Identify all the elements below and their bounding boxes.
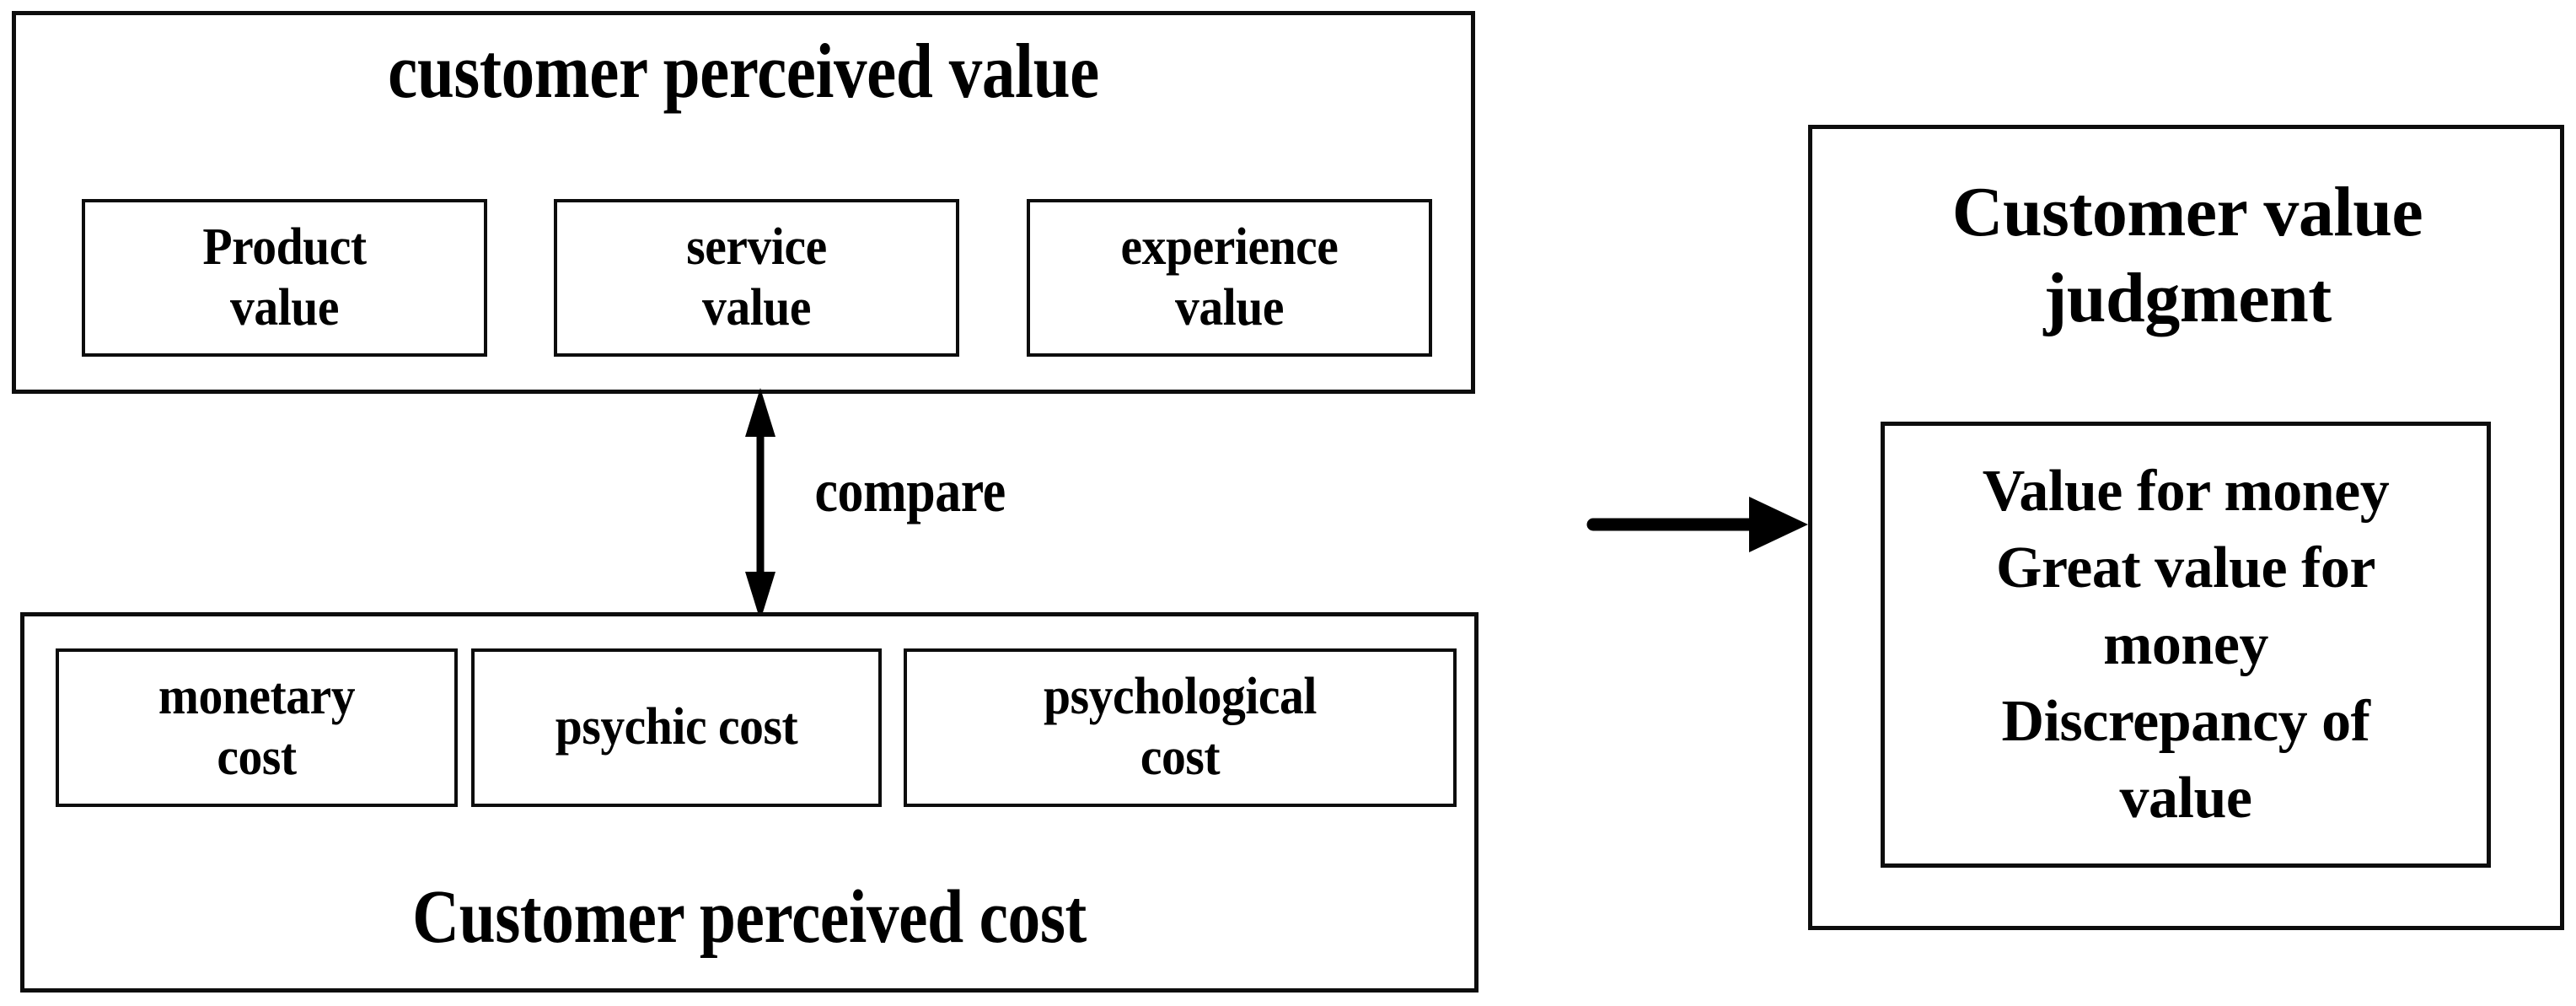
compare-arrow-icon	[745, 388, 775, 621]
customer-perceived-cost-title: Customer perceived cost	[412, 874, 1087, 959]
experience-value-box	[1027, 199, 1432, 357]
product-value-box	[82, 199, 487, 357]
customer-value-judgment-title: Customer value judgment	[1951, 172, 2423, 337]
psychic-cost-label: psychic cost	[555, 698, 798, 756]
psychic-cost-box	[471, 648, 882, 807]
psychological-cost-label: psychological cost	[1044, 668, 1317, 786]
flow-arrow-icon	[1586, 497, 1808, 552]
judgment-outcomes-box	[1881, 422, 2491, 868]
monetary-cost-box	[56, 648, 458, 807]
experience-value-label: experience value	[1120, 218, 1339, 336]
product-value-label: Product value	[202, 218, 367, 336]
service-value-label: service value	[686, 218, 827, 336]
monetary-cost-label: monetary cost	[158, 668, 356, 786]
judgment-outcomes-label: Value for money Great value for money Di…	[1982, 459, 2390, 831]
service-value-box	[554, 199, 959, 357]
psychological-cost-box	[904, 648, 1457, 807]
compare-label: compare	[814, 457, 1006, 525]
customer-perceived-value-title: customer perceived value	[388, 27, 1099, 114]
